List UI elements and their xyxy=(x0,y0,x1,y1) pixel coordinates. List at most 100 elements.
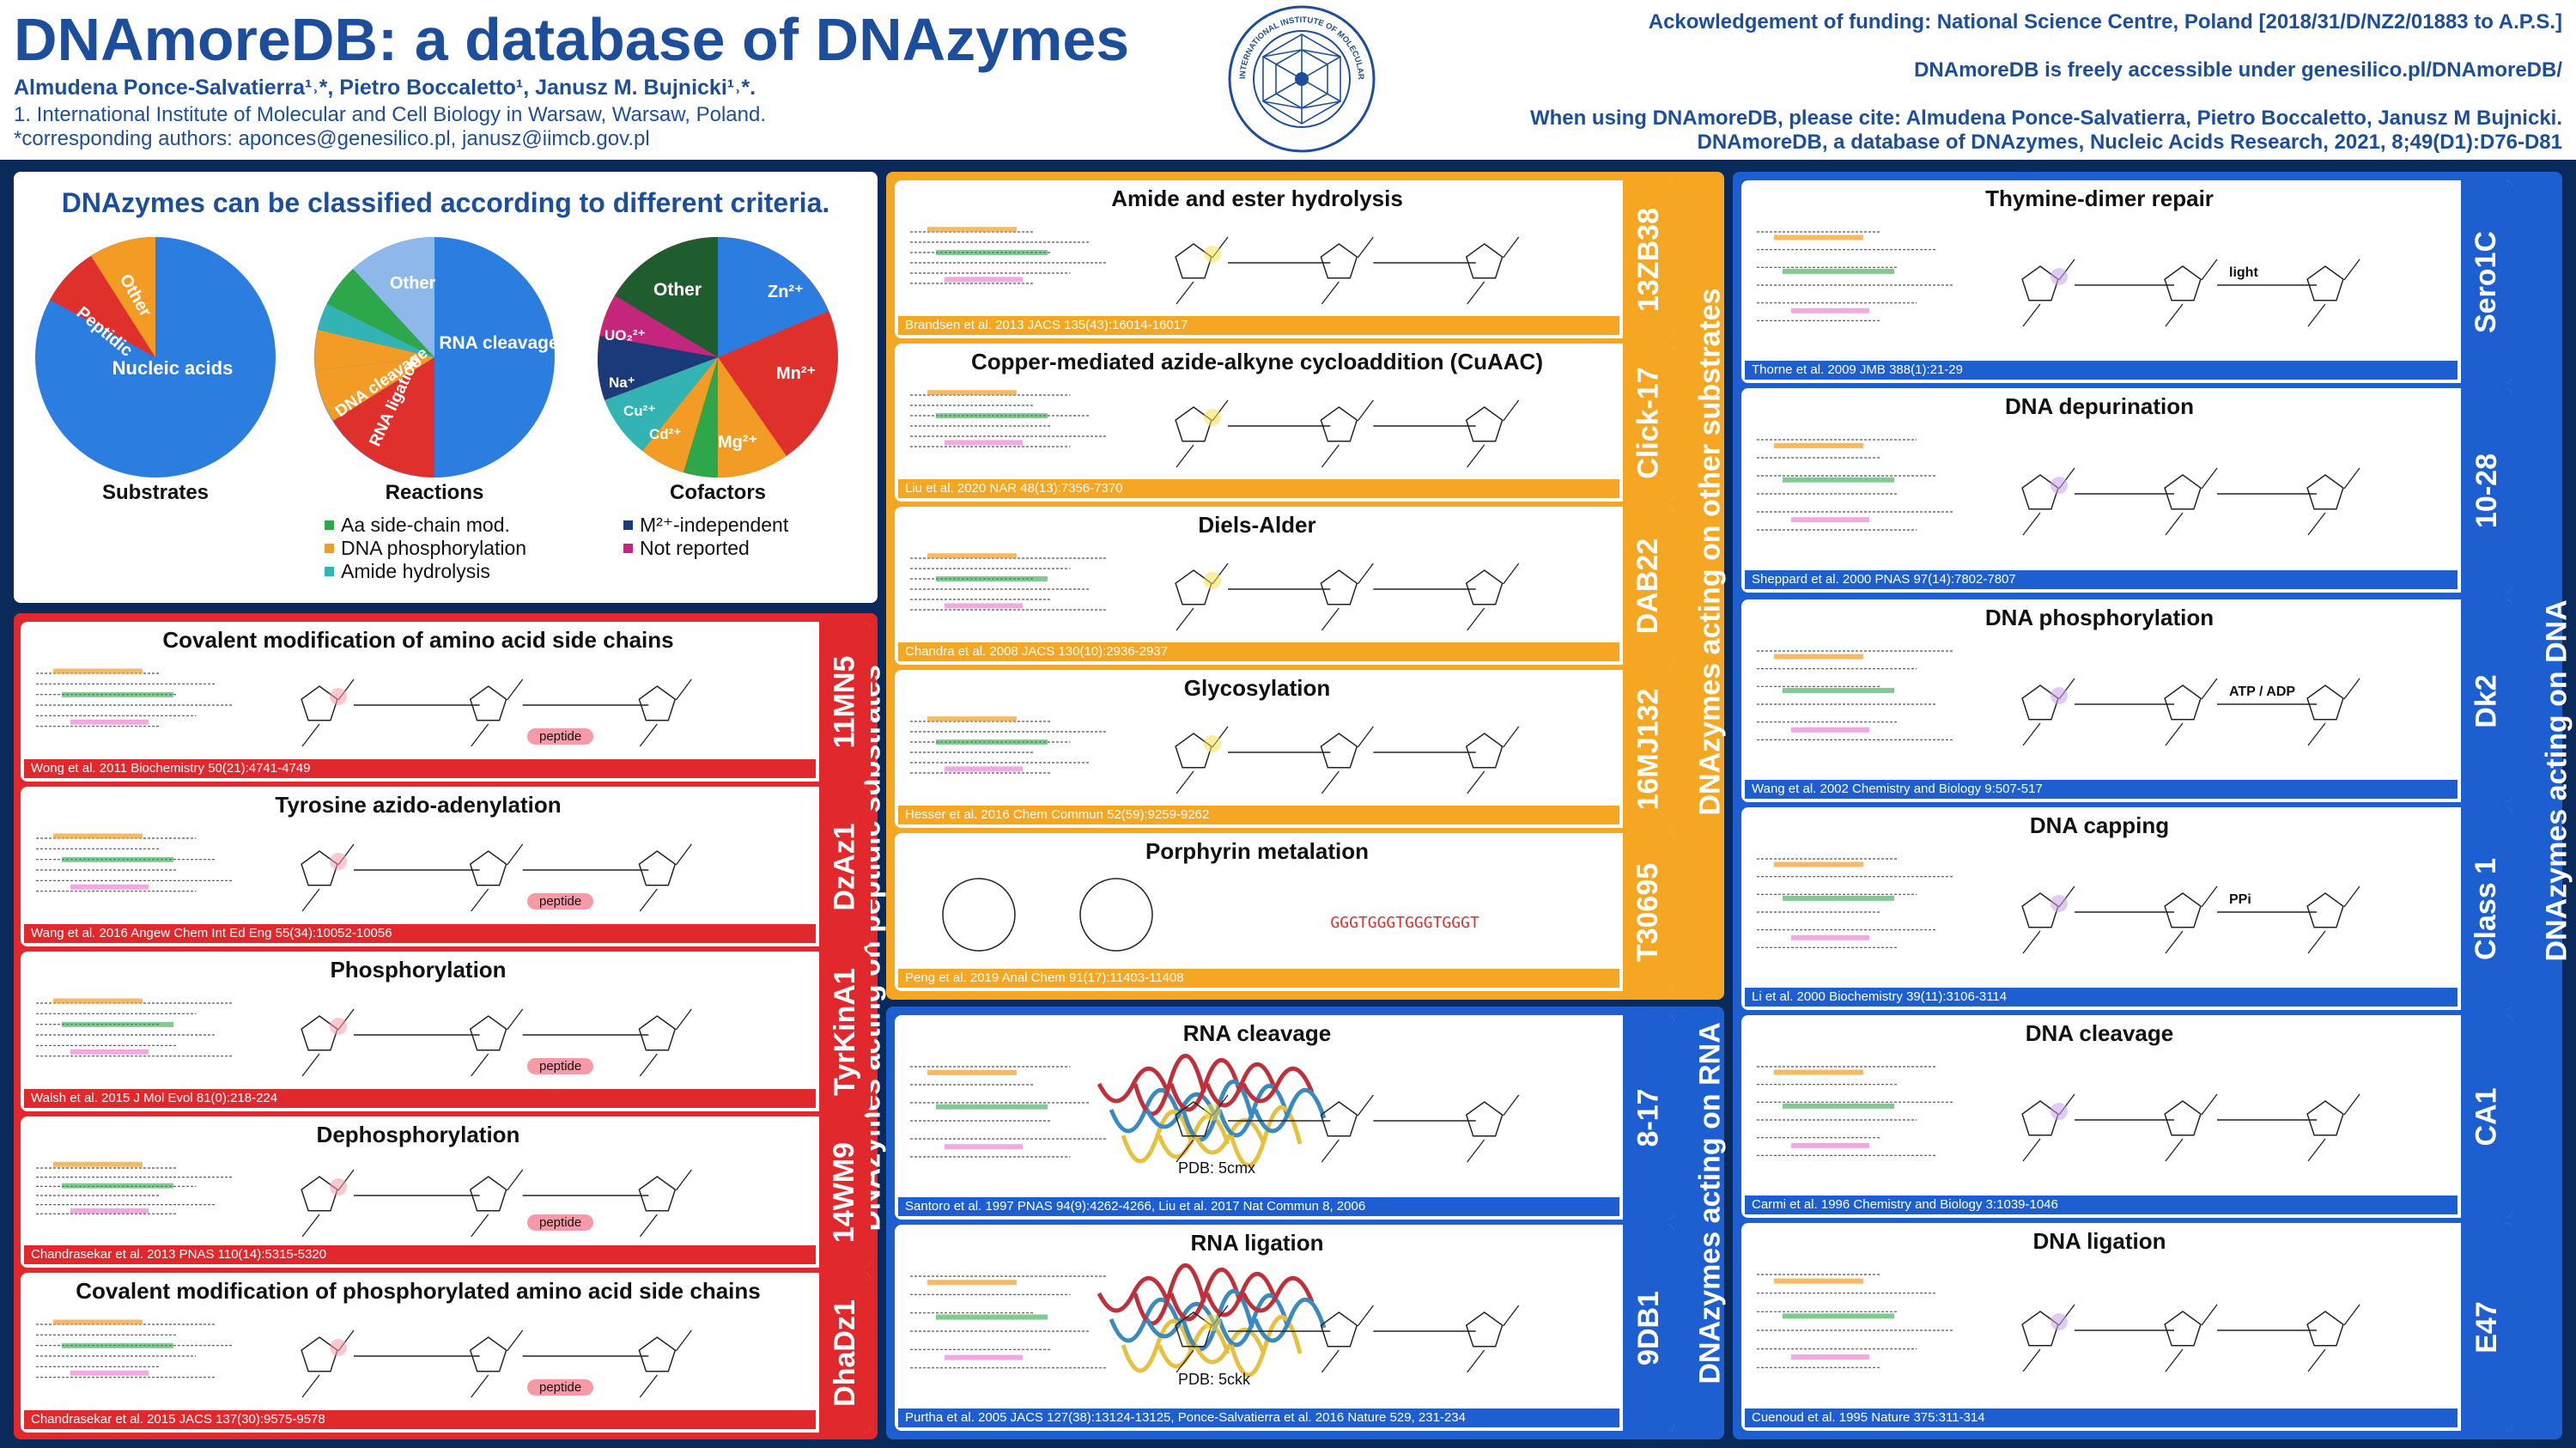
panel-dna-5: DNA ligation E47 Cuenoud et al. 1995 Nat… xyxy=(1741,1223,2512,1431)
pie-label: Zn²⁺ xyxy=(768,283,804,301)
pie-label: Other xyxy=(653,280,702,300)
pie-cofactors xyxy=(598,237,838,478)
panel-title: DNA depurination xyxy=(2004,393,2195,419)
panel-title: DNA capping xyxy=(2029,812,2170,838)
pie-label: UO₂²⁺ xyxy=(605,327,646,344)
reference-citation[interactable]: Chandrasekar et al. 2013 PNAS 110(14):53… xyxy=(24,1245,816,1264)
reaction-scheme xyxy=(36,1319,692,1398)
dnazyme-name-tab[interactable]: DAB22 xyxy=(1623,507,1674,665)
poster-title: DNAmoreDB: a database of DNAzymes xyxy=(14,6,1130,73)
reference-citation[interactable]: Li et al. 2000 Biochemistry 39(11):3106-… xyxy=(1745,988,2458,1007)
dnazyme-name-tab[interactable]: Sero1C xyxy=(2461,180,2512,383)
reaction-scheme xyxy=(910,1053,1520,1168)
pie-reactions xyxy=(314,236,555,478)
database-access-link[interactable]: DNAmoreDB is freely accessible under gen… xyxy=(1914,58,2562,82)
reaction-condition-label: ATP / ADP xyxy=(2229,684,2296,700)
dnazyme-name-tab[interactable]: TyrKinA1 xyxy=(819,952,871,1111)
pdb-id-label: PDB: 5cmx xyxy=(1178,1159,1256,1177)
legend-cofactors: M²⁺-independent Not reported xyxy=(623,514,788,560)
reaction-scheme xyxy=(36,1161,692,1238)
peptide-label: peptide xyxy=(527,1214,594,1231)
dnazyme-name-tab[interactable]: DhaDz1 xyxy=(819,1273,871,1433)
dnazyme-name-tab[interactable]: Dk2 xyxy=(2461,599,2512,802)
reference-citation[interactable]: Cuenoud et al. 1995 Nature 375:311-314 xyxy=(1745,1408,2458,1427)
reaction-condition-label: light xyxy=(2229,265,2258,281)
peptide-label: peptide xyxy=(527,1379,594,1396)
dnazyme-name-tab[interactable]: T30695 xyxy=(1623,833,1674,991)
dnazyme-name-tab[interactable]: Click-17 xyxy=(1623,344,1674,502)
reaction-scheme xyxy=(36,668,692,747)
reference-citation[interactable]: Chandra et al. 2008 JACS 130(10):2936-29… xyxy=(898,642,1619,661)
authors: Almudena Ponce-Salvatierra¹˒*, Pietro Bo… xyxy=(14,76,756,100)
reference-citation[interactable]: Chandrasekar et al. 2015 JACS 137(30):95… xyxy=(24,1410,816,1429)
reaction-scheme xyxy=(1757,231,2360,327)
section-label-dna: DNAzymes acting on DNA xyxy=(2540,599,2573,962)
panel-dna-2: DNA phosphorylation Dk2 Wang et al. 2002… xyxy=(1741,599,2512,802)
reference-citation[interactable]: Thorne et al. 2009 JMB 388(1):21-29 xyxy=(1745,361,2458,380)
pie-caption-cofactors: Cofactors xyxy=(669,481,767,504)
pie-substrates xyxy=(35,236,276,478)
reaction-scheme xyxy=(1757,1066,2360,1162)
panel-title: Copper-mediated azide-alkyne cycloadditi… xyxy=(971,349,1543,374)
dnazyme-name-tab[interactable]: E47 xyxy=(2461,1223,2512,1431)
panel-title: RNA ligation xyxy=(1190,1230,1324,1256)
reaction-scheme xyxy=(910,227,1520,305)
reference-citation[interactable]: Wang et al. 2016 Angew Chem Int Ed Eng 5… xyxy=(24,924,816,943)
dnazyme-name-tab[interactable]: CA1 xyxy=(2461,1015,2512,1218)
dnazyme-name-tab[interactable]: 10-28 xyxy=(2461,388,2512,593)
classification-panel: DNAzymes can be classified according to … xyxy=(14,172,878,603)
pie-label: Cd²⁺ xyxy=(649,426,681,442)
reaction-scheme xyxy=(910,1262,1520,1378)
reaction-scheme: GGGTGGGTGGGTGGGT xyxy=(942,878,1479,952)
panel-peptidic-1: Tyrosine azido-adenylation DzAz1 Wang et… xyxy=(21,787,871,946)
panel-title: Covalent modification of amino acid side… xyxy=(162,627,674,653)
pie-label: Na⁺ xyxy=(609,374,635,391)
reference-citation[interactable]: Liu et al. 2020 NAR 48(13):7356-7370 xyxy=(898,479,1619,498)
panel-other-2: Diels-Alder DAB22 Chandra et al. 2008 JA… xyxy=(895,507,1674,665)
reaction-scheme xyxy=(1757,1274,2360,1372)
panel-dna-1: DNA depurination 10-28 Sheppard et al. 2… xyxy=(1741,388,2512,593)
reference-citation[interactable]: Wang et al. 2002 Chemistry and Biology 9… xyxy=(1745,780,2458,799)
reference-citation[interactable]: Wong et al. 2011 Biochemistry 50(21):474… xyxy=(24,759,816,778)
pie-caption-substrates: Substrates xyxy=(101,481,210,504)
reaction-scheme xyxy=(1757,858,2360,954)
classification-heading: DNAzymes can be classified according to … xyxy=(61,187,830,218)
reference-citation[interactable]: Carmi et al. 1996 Chemistry and Biology … xyxy=(1745,1196,2458,1214)
panel-other-3: Glycosylation 16MJ132 Hesser et al. 2016… xyxy=(895,670,1674,828)
panel-other-4: Porphyrin metalation T30695 Peng et al. … xyxy=(895,833,1674,991)
porphyrin-sequence: GGGTGGGTGGGTGGGT xyxy=(1330,914,1479,932)
dnazyme-name-tab[interactable]: 11MN5 xyxy=(819,622,871,782)
dnazyme-name-tab[interactable]: 13ZB38 xyxy=(1623,180,1674,338)
pie-label: Mn²⁺ xyxy=(776,364,816,383)
reference-citation[interactable]: Peng et al. 2019 Anal Chem 91(17):11403-… xyxy=(898,969,1619,988)
reference-citation[interactable]: Hesser et al. 2016 Chem Commun 52(59):92… xyxy=(898,806,1619,824)
reference-citation[interactable]: Sheppard et al. 2000 PNAS 97(14):7802-78… xyxy=(1745,570,2458,589)
section-label-rna: DNAzymes acting on RNA xyxy=(1693,1022,1727,1384)
dnazyme-name-tab[interactable]: 8-17 xyxy=(1623,1015,1674,1220)
panel-title: Glycosylation xyxy=(1183,675,1331,701)
reference-citation[interactable]: Brandsen et al. 2013 JACS 135(43):16014-… xyxy=(898,316,1619,335)
panel-title: DNA ligation xyxy=(2032,1228,2166,1254)
reference-citation[interactable]: Purtha et al. 2005 JACS 127(38):13124-13… xyxy=(898,1408,1619,1427)
reaction-scheme xyxy=(1757,650,2360,746)
reference-citation[interactable]: Walsh et al. 2015 J Mol Evol 81(0):218-2… xyxy=(24,1089,816,1108)
reference-citation[interactable]: Santoro et al. 1997 PNAS 94(9):4262-4266… xyxy=(898,1197,1619,1216)
affiliation: 1. International Institute of Molecular … xyxy=(14,103,766,126)
classification-pies: Nucleic acids Peptidic Other RNA cleavag… xyxy=(35,236,838,478)
panel-dna-3: DNA capping Class 1 Li et al. 2000 Bioch… xyxy=(1741,807,2512,1010)
panel-rna-0: RNA cleavage 8-17 Santoro et al. 1997 PN… xyxy=(895,1015,1674,1220)
reaction-scheme xyxy=(910,716,1520,794)
dnazyme-name-tab[interactable]: Class 1 xyxy=(2461,807,2512,1010)
panel-title: DNA cleavage xyxy=(2025,1020,2174,1046)
panel-title: Diels-Alder xyxy=(1198,512,1316,538)
dnazyme-name-tab[interactable]: DzAz1 xyxy=(819,787,871,946)
corresponding-authors: *corresponding authors: aponces@genesili… xyxy=(14,127,650,150)
reaction-scheme xyxy=(910,390,1520,468)
dnazyme-name-tab[interactable]: 14WM9 xyxy=(819,1116,871,1268)
dnazyme-name-tab[interactable]: 16MJ132 xyxy=(1623,670,1674,828)
reaction-scheme xyxy=(910,553,1520,631)
panel-title: RNA cleavage xyxy=(1182,1020,1332,1046)
pie-label: Cu²⁺ xyxy=(623,403,655,419)
panel-dna-0: Thymine-dimer repair Sero1C Thorne et al… xyxy=(1741,180,2512,383)
dnazyme-name-tab[interactable]: 9DB1 xyxy=(1623,1225,1674,1431)
